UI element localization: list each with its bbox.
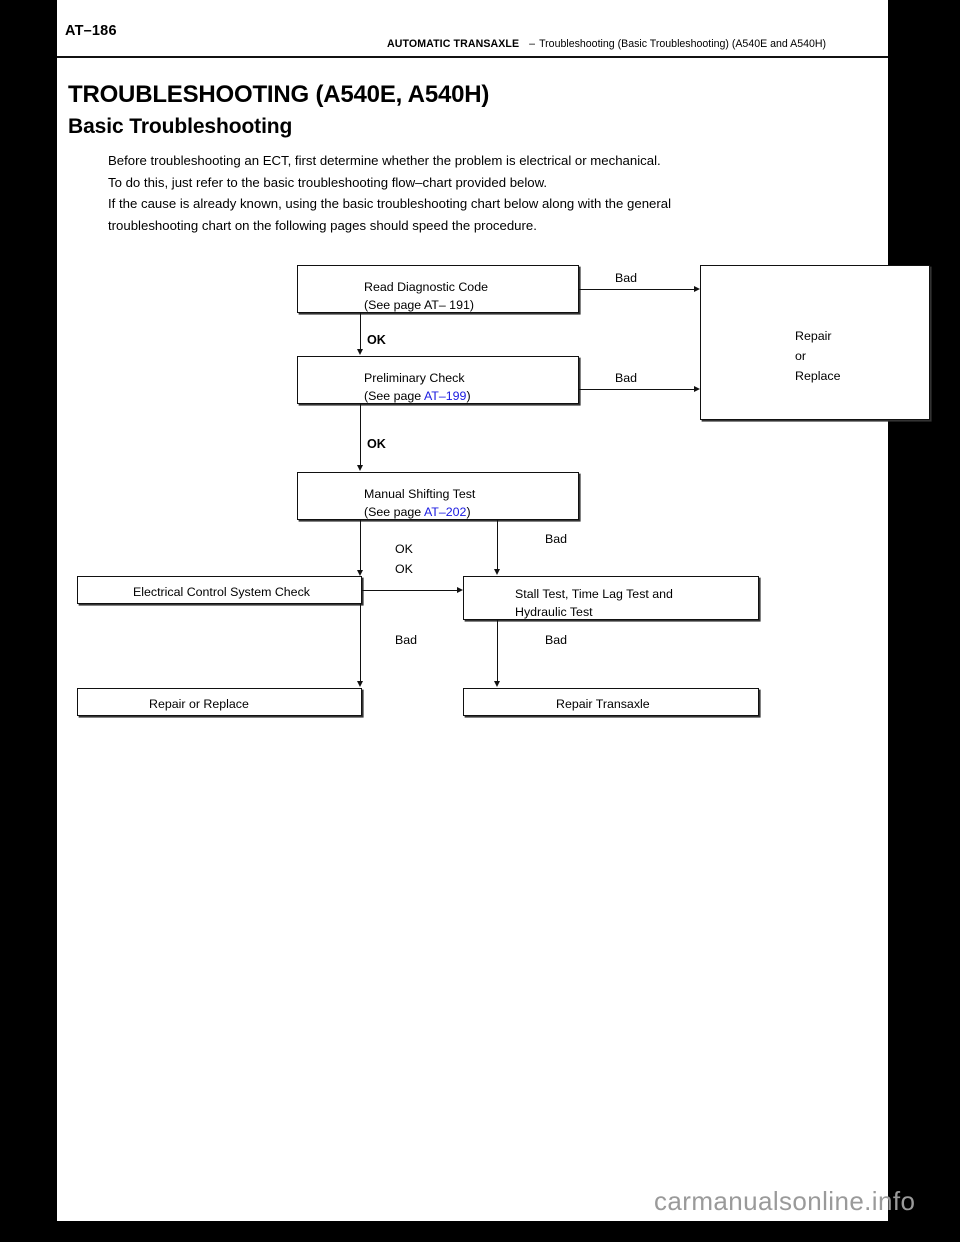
- box-line: or: [795, 349, 807, 363]
- connector-manual-to-electrical: [360, 520, 362, 572]
- intro-line: If the cause is already known, using the…: [108, 196, 672, 211]
- connector-electrical-to-stall: [362, 590, 458, 592]
- arrowhead-down: [494, 569, 500, 575]
- box-line: (See page AT– 191): [364, 298, 474, 312]
- arrowhead-right: [694, 285, 700, 292]
- page-title: TROUBLESHOOTING (A540E, A540H): [68, 81, 490, 108]
- connector-prelim-to-repair: [579, 389, 695, 391]
- arrowhead-right: [457, 586, 463, 593]
- flowchart-box-electrical-control-system-check: Electrical Control System Check: [77, 576, 362, 604]
- flow-label-ok-2: OK: [367, 437, 386, 451]
- connector-stall-to-transaxle: [497, 620, 499, 682]
- box-line: Repair Transaxle: [556, 697, 650, 711]
- arrowhead-down: [357, 681, 363, 687]
- flow-label-bad-2: Bad: [615, 371, 638, 385]
- flow-label-ok-4: OK: [395, 562, 413, 576]
- header-section: AUTOMATIC TRANSAXLE: [387, 38, 520, 50]
- connector-electrical-to-repair: [360, 604, 362, 682]
- header-divider: [57, 56, 888, 58]
- box-line: Replace: [795, 369, 841, 383]
- box-line: Electrical Control System Check: [133, 585, 310, 599]
- connector-rdc-to-repair: [579, 289, 695, 291]
- box-line: Read Diagnostic Code: [364, 280, 488, 294]
- box-line: (See page AT–202): [364, 505, 471, 519]
- page-link-at202[interactable]: AT–202: [423, 505, 467, 519]
- flowchart-box-stall-test: Stall Test, Time Lag Test and Hydraulic …: [463, 576, 759, 620]
- flowchart-box-repair-transaxle: Repair Transaxle: [463, 688, 759, 716]
- arrowhead-down: [357, 465, 363, 471]
- intro-paragraph: Before troubleshooting an ECT, first det…: [108, 150, 873, 236]
- connector-manual-to-stall: [497, 520, 499, 570]
- flow-label-bad-5: Bad: [545, 633, 568, 647]
- flow-label-ok-1: OK: [367, 333, 386, 347]
- arrowhead-right: [694, 385, 700, 392]
- intro-line: troubleshooting chart on the following p…: [108, 217, 537, 233]
- flowchart-box-repair-or-replace: Repair or Replace: [700, 265, 930, 420]
- page-subtitle: Basic Troubleshooting: [68, 115, 293, 138]
- box-line: Preliminary Check: [364, 371, 465, 385]
- page-header: AUTOMATIC TRANSAXLE – Troubleshooting (B…: [387, 38, 882, 54]
- intro-line: To do this, just refer to the basic trou…: [108, 174, 548, 190]
- arrowhead-down: [357, 570, 363, 576]
- box-line: Stall Test, Time Lag Test and: [515, 587, 673, 601]
- header-separator: –: [529, 38, 536, 50]
- box-line: Manual Shifting Test: [364, 487, 476, 501]
- arrowhead-down: [357, 349, 363, 355]
- page-link-at199[interactable]: AT–199: [423, 389, 467, 403]
- connector-rdc-to-prelim: [360, 313, 362, 350]
- page-sheet: AT–186 AUTOMATIC TRANSAXLE – Troubleshoo…: [57, 0, 930, 1221]
- box-line: Repair: [795, 329, 832, 343]
- box-line: Hydraulic Test: [515, 605, 593, 619]
- page-number: AT–186: [65, 23, 117, 39]
- flowchart-box-read-diagnostic-code: Read Diagnostic Code (See page AT– 191): [297, 265, 579, 313]
- intro-line: Before troubleshooting an ECT, first det…: [108, 153, 661, 168]
- arrowhead-down: [494, 681, 500, 687]
- header-subject: Troubleshooting (Basic Troubleshooting) …: [539, 38, 827, 50]
- flow-label-bad-3: Bad: [545, 532, 568, 546]
- flowchart-box-manual-shifting-test: Manual Shifting Test (See page AT–202): [297, 472, 579, 520]
- box-line: Repair or Replace: [149, 697, 249, 711]
- basic-troubleshooting-flowchart: Read Diagnostic Code (See page AT– 191) …: [57, 0, 930, 1221]
- site-watermark: carmanualsonline.info: [654, 1186, 916, 1216]
- flow-label-ok-3: OK: [395, 542, 413, 556]
- flow-label-bad-1: Bad: [615, 271, 638, 285]
- connector-prelim-to-manual: [360, 404, 362, 466]
- flow-label-bad-4: Bad: [395, 633, 418, 647]
- box-line: (See page AT–199): [364, 389, 471, 403]
- flowchart-box-preliminary-check: Preliminary Check (See page AT–199): [297, 356, 579, 404]
- flowchart-box-repair-or-replace-bottom: Repair or Replace: [77, 688, 362, 716]
